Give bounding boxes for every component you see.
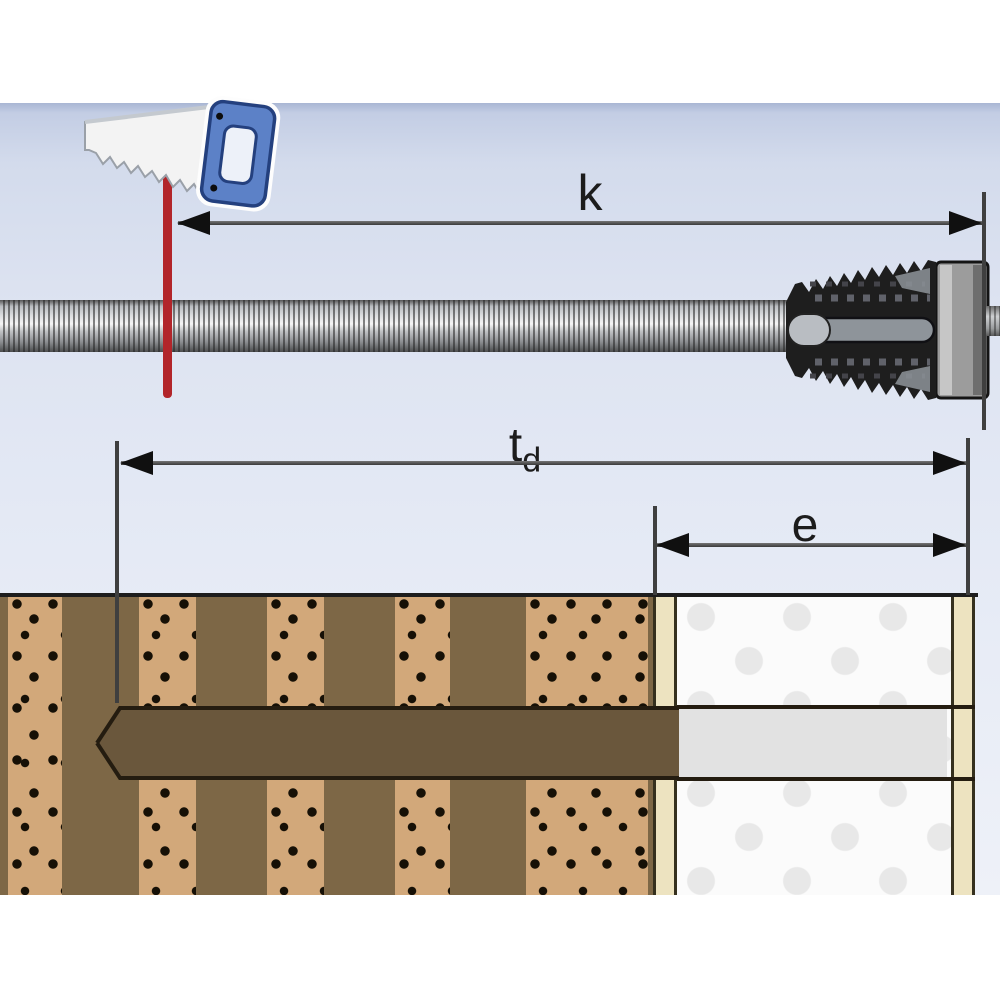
dim-td-arrow-left <box>120 451 153 475</box>
dim-k-arrow-right <box>949 211 982 235</box>
dim-e-line <box>657 543 966 547</box>
dim-td-extension-right <box>966 438 970 595</box>
dim-td-extension-left <box>115 441 119 703</box>
dim-td-label: td <box>465 418 585 481</box>
rod-tip <box>986 306 1000 336</box>
drill-hole-wall <box>95 706 682 780</box>
dim-e-arrow-left <box>656 533 689 557</box>
dim-k-line <box>178 221 982 225</box>
wall-surface-line <box>0 593 978 597</box>
drill-hole-outline <box>677 705 975 781</box>
dim-td-label-base: t <box>508 419 523 472</box>
saw-icon <box>84 95 281 212</box>
saw-handle <box>196 95 281 212</box>
expansion-anchor <box>786 260 990 400</box>
dim-k-arrow-left <box>177 211 210 235</box>
brick-stripe <box>8 595 62 895</box>
dim-e-extension-left <box>653 506 657 595</box>
threaded-rod <box>0 300 787 352</box>
dim-k-label: k <box>577 165 603 221</box>
drill-hole-insulation <box>679 709 947 777</box>
cut-line <box>163 160 172 398</box>
render-layer-outer <box>951 595 975 895</box>
dim-e-arrow-right <box>933 533 966 557</box>
dim-td-label-sub: d <box>522 442 541 480</box>
dim-td-line <box>121 461 966 465</box>
dim-k-extension-line <box>982 192 986 430</box>
dim-td-arrow-right <box>933 451 966 475</box>
